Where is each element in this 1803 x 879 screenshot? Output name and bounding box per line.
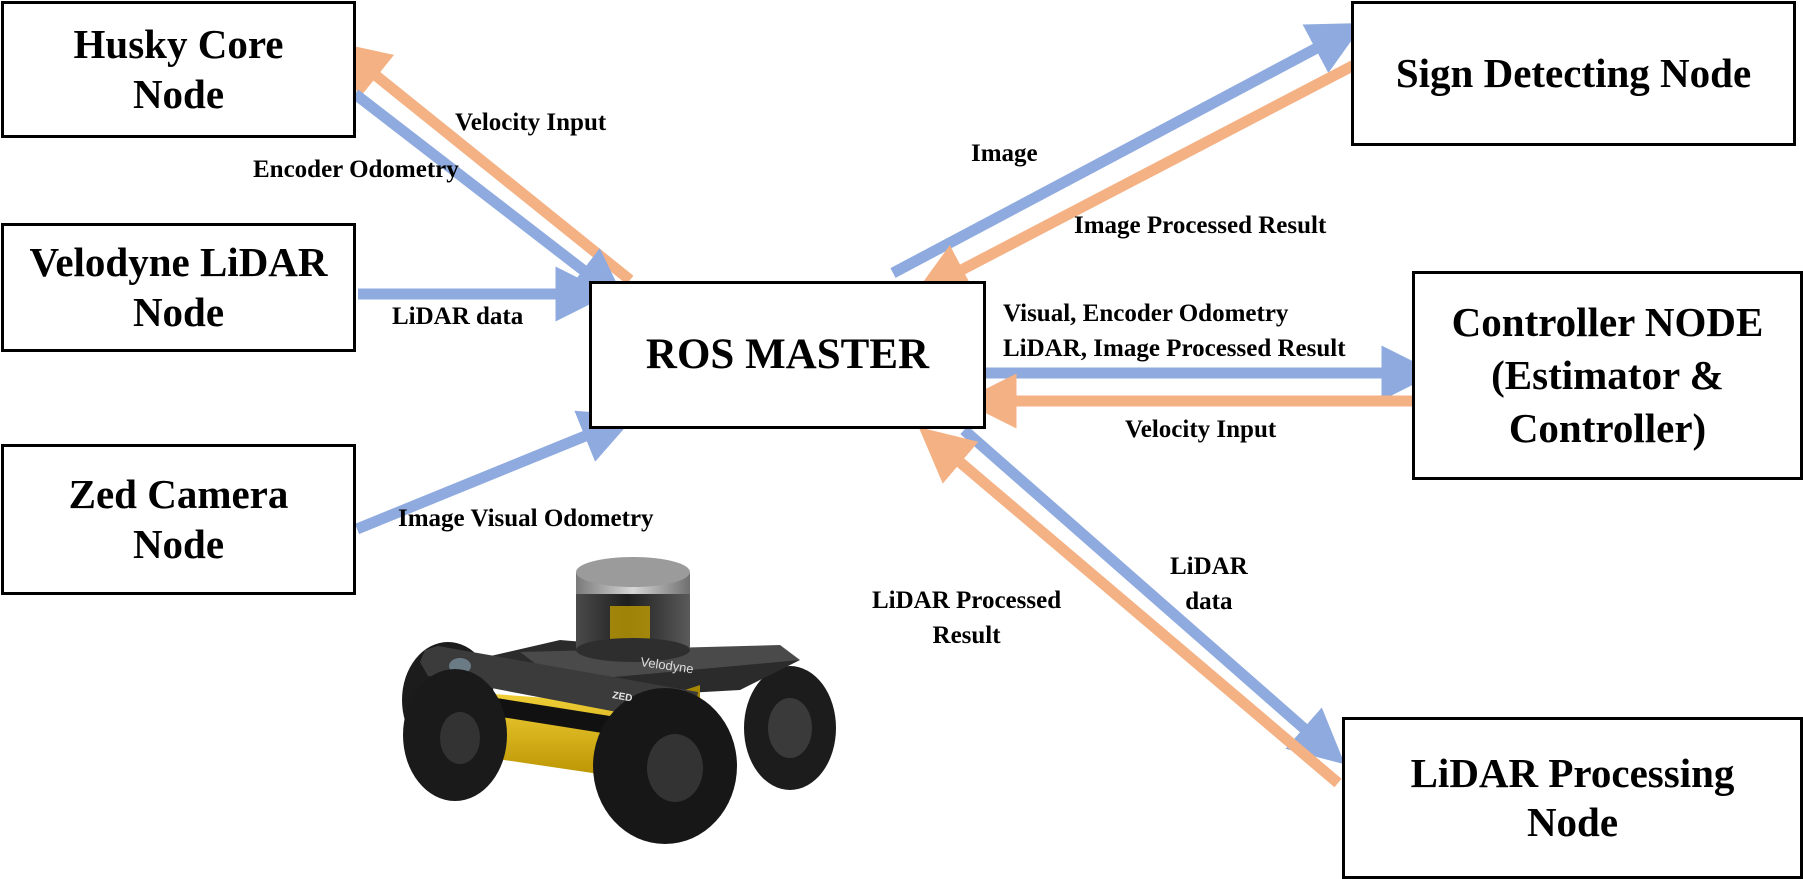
label-to-controller-line1: Visual, Encoder Odometry <box>1003 300 1289 327</box>
ros-master-node: ROS MASTER <box>589 281 986 429</box>
arrow-lidar-processed-result-to-master <box>918 427 1342 788</box>
arrow-lidar-data-to-lidar-processing <box>960 425 1345 765</box>
label-encoder-odometry: Encoder Odometry <box>253 156 459 183</box>
arrow-encoder-odometry-to-master <box>351 89 627 304</box>
controller-node-line2: (Estimator & <box>1491 351 1724 398</box>
label-lidar-data-line2: data <box>1185 587 1233 615</box>
arrow-image-processed-result-to-master <box>913 57 1363 295</box>
label-to-controller: Visual, Encoder Odometry LiDAR, Image Pr… <box>1003 297 1346 366</box>
controller-node-line1: Controller NODE <box>1451 298 1764 345</box>
label-lidar-processed-result-line1: LiDAR Processed <box>872 587 1062 614</box>
sign-detecting-node: Sign Detecting Node <box>1351 1 1796 146</box>
husky-robot-image: Velodyne ZED <box>402 557 836 844</box>
zed-logo-text: ZED <box>611 690 633 704</box>
lidar-bottom <box>576 638 690 662</box>
front-left-hub <box>647 734 703 802</box>
lidar-processing-node: LiDAR Processing Node <box>1342 717 1803 879</box>
zed-camera-node-line1: Zed Camera <box>68 471 289 518</box>
label-lidar-data-line1: LiDAR <box>1170 553 1248 580</box>
husky-core-node-line1: Husky Core <box>73 21 284 68</box>
label-lidar-data: LiDAR data <box>1170 550 1248 619</box>
arrow-velocity-input-to-husky <box>334 41 634 285</box>
arrow-image-to-sign-detecting <box>890 22 1365 278</box>
lidar-cap-top <box>576 557 690 587</box>
controller-node: Controller NODE (Estimator & Controller) <box>1412 271 1803 480</box>
front-right-hub <box>440 712 480 764</box>
label-velocity-input-controller: Velocity Input <box>1125 416 1277 443</box>
rear-left-hub <box>768 698 812 758</box>
sign-detecting-node-label: Sign Detecting Node <box>1395 49 1752 96</box>
label-image-processed-result: Image Processed Result <box>1074 212 1327 239</box>
controller-node-line3: Controller) <box>1508 405 1707 452</box>
label-velocity-input-husky: Velocity Input <box>455 109 607 136</box>
label-lidar-data-velodyne: LiDAR data <box>392 303 524 330</box>
velodyne-lidar-node-line2: Node <box>132 288 225 335</box>
husky-core-node-line2: Node <box>132 70 225 117</box>
label-to-controller-line2: LiDAR, Image Processed Result <box>1003 334 1346 362</box>
lidar-processing-node-line1: LiDAR Processing <box>1410 749 1735 796</box>
velodyne-lidar-node: Velodyne LiDAR Node <box>1 223 356 352</box>
label-lidar-processed-result-line2: Result <box>932 621 1001 649</box>
label-image-visual-odometry: Image Visual Odometry <box>398 505 654 532</box>
zed-camera-node-line2: Node <box>132 520 225 567</box>
arrow-image-visual-odometry-to-master <box>354 410 636 535</box>
lidar-processing-node-line2: Node <box>1526 799 1619 845</box>
label-image: Image <box>971 140 1038 167</box>
velodyne-lidar-node-line1: Velodyne LiDAR <box>29 239 328 286</box>
zed-camera-node: Zed Camera Node <box>1 444 356 595</box>
lidar-window <box>610 606 650 644</box>
husky-core-node: Husky Core Node <box>1 1 356 138</box>
ros-master-node-label: ROS MASTER <box>645 331 930 379</box>
velodyne-logo-text: Velodyne <box>640 654 695 676</box>
label-lidar-processed-result: LiDAR Processed Result <box>872 584 1061 653</box>
